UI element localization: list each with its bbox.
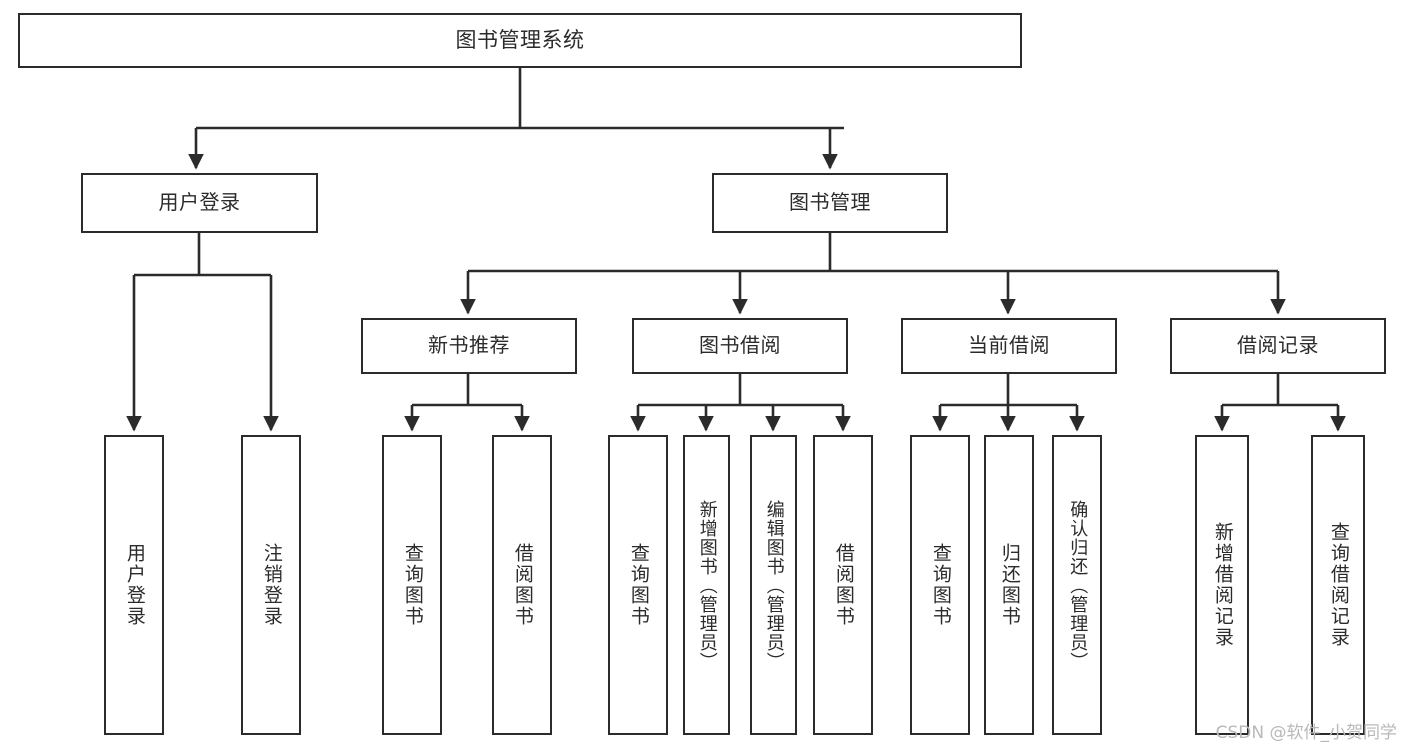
node-book-borrow-label: 图书借阅: [699, 333, 781, 358]
leaf-user-login-label: 用户登录: [123, 543, 146, 627]
leaf-confirm-return-admin-label: 确认归还（管理员）: [1067, 499, 1089, 671]
leaf-add-borrow-record[interactable]: 新增借阅记录: [1195, 435, 1249, 735]
node-current-borrow-label: 当前借阅: [968, 333, 1050, 358]
node-book-manage-label: 图书管理: [789, 190, 871, 215]
leaf-query-book-borrow[interactable]: 查询图书: [608, 435, 668, 735]
leaf-query-book-borrow-label: 查询图书: [627, 543, 650, 627]
leaf-logout-label: 注销登录: [260, 543, 283, 627]
node-new-book-recommend[interactable]: 新书推荐: [361, 318, 577, 374]
leaf-edit-book-admin[interactable]: 编辑图书（管理员）: [750, 435, 797, 735]
leaf-borrow-book-recommend-label: 借阅图书: [511, 543, 534, 627]
leaf-borrow-book-recommend[interactable]: 借阅图书: [492, 435, 552, 735]
leaf-edit-book-admin-label: 编辑图书（管理员）: [763, 499, 785, 671]
leaf-query-borrow-record[interactable]: 查询借阅记录: [1311, 435, 1365, 735]
node-borrow-record-label: 借阅记录: [1237, 333, 1319, 358]
leaf-add-book-admin-label: 新增图书（管理员）: [696, 499, 718, 671]
node-current-borrow[interactable]: 当前借阅: [901, 318, 1117, 374]
node-root-label: 图书管理系统: [455, 28, 585, 53]
leaf-borrow-book-label: 借阅图书: [832, 543, 855, 627]
node-book-manage[interactable]: 图书管理: [712, 173, 948, 233]
leaf-query-borrow-record-label: 查询借阅记录: [1327, 522, 1350, 648]
leaf-query-book-recommend-label: 查询图书: [401, 543, 424, 627]
leaf-confirm-return-admin[interactable]: 确认归还（管理员）: [1052, 435, 1102, 735]
leaf-return-book[interactable]: 归还图书: [984, 435, 1034, 735]
leaf-borrow-book[interactable]: 借阅图书: [813, 435, 873, 735]
node-user-login[interactable]: 用户登录: [81, 173, 318, 233]
node-user-login-label: 用户登录: [158, 190, 241, 215]
leaf-return-book-label: 归还图书: [998, 543, 1021, 627]
node-new-book-recommend-label: 新书推荐: [428, 333, 510, 358]
leaf-user-login[interactable]: 用户登录: [104, 435, 164, 735]
leaf-add-borrow-record-label: 新增借阅记录: [1211, 522, 1234, 648]
leaf-query-book-current-label: 查询图书: [929, 543, 952, 627]
leaf-query-book-current[interactable]: 查询图书: [910, 435, 970, 735]
node-root[interactable]: 图书管理系统: [18, 13, 1022, 68]
node-book-borrow[interactable]: 图书借阅: [632, 318, 848, 374]
leaf-add-book-admin[interactable]: 新增图书（管理员）: [683, 435, 730, 735]
watermark: CSDN @软件_小贺同学: [1215, 723, 1397, 743]
leaf-query-book-recommend[interactable]: 查询图书: [382, 435, 442, 735]
node-borrow-record[interactable]: 借阅记录: [1170, 318, 1386, 374]
leaf-logout[interactable]: 注销登录: [241, 435, 301, 735]
